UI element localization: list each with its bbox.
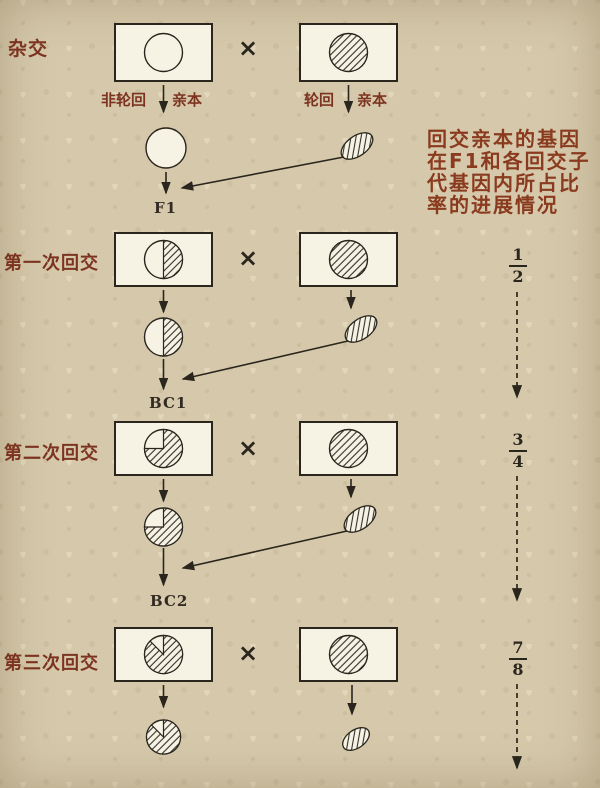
pollen-ellipse-1: [340, 132, 374, 160]
side-note-line: 在F1和各回交子: [427, 149, 591, 173]
fraction-denominator: 4: [512, 452, 524, 471]
fraction-denominator: 8: [512, 660, 524, 679]
times-symbol-3: ×: [238, 434, 259, 462]
fraction-numerator: 1: [512, 245, 524, 264]
fraction-one-half: 1 2: [505, 246, 531, 286]
bc2-label: BC2: [150, 592, 189, 610]
bc1-gamete-half-hatch: [162, 317, 184, 357]
fraction-numerator: 3: [512, 430, 524, 449]
stage-label-cross: 杂交: [8, 38, 49, 60]
egg-cell-circle: [145, 127, 187, 169]
side-note-line: 代基因内所占比: [427, 171, 581, 195]
bc1-left-circle-half-hatch: [162, 239, 184, 280]
pollen-ellipse-3: [343, 505, 377, 533]
cross-row-graphics: [114, 23, 398, 195]
side-note-line: 率的进展情况: [427, 193, 559, 217]
pollen-ellipse-4: [342, 727, 370, 751]
nonrecurrent-label: 非轮回: [101, 91, 147, 109]
recurrent-label: 轮回: [304, 91, 335, 109]
backcross3-graphics: [114, 627, 398, 755]
backcross2-graphics: [114, 421, 398, 587]
stage-label-backcross1: 第一次回交: [4, 253, 99, 274]
bc2-gamete-three-quarter-hatch: [143, 507, 184, 547]
arrow-pollen-to-f1: [180, 156, 345, 191]
stage-label-backcross2: 第二次回交: [4, 443, 99, 464]
nonrecurrent-parent-label: 亲本: [172, 91, 203, 109]
fraction-denominator: 2: [512, 267, 524, 286]
backcross1-graphics: [114, 232, 398, 391]
recurrent-parent-label: 亲本: [357, 91, 388, 109]
bc1-right-circle: [328, 239, 369, 280]
bc3-right-circle: [328, 634, 369, 675]
arrow-pollen-to-bc1: [181, 340, 349, 382]
stage-label-backcross3: 第三次回交: [4, 653, 99, 674]
bc1-label: BC1: [149, 394, 188, 412]
fraction-three-quarters: 3 4: [505, 431, 531, 471]
times-symbol-4: ×: [238, 639, 259, 667]
recurrent-parent-circle: [328, 32, 369, 73]
f1-label: F1: [154, 199, 178, 217]
fraction-seven-eighths: 7 8: [505, 639, 531, 679]
bc2-right-circle: [328, 428, 369, 469]
fraction-numerator: 7: [512, 638, 524, 657]
side-note: 回交亲本的基因 在F1和各回交子 代基因内所占比 率的进展情况: [427, 128, 600, 216]
fraction-bar: [509, 265, 527, 267]
times-symbol-1: ×: [238, 34, 259, 62]
bc3-left-circle-seven-eighth-hatch: [143, 634, 184, 675]
side-note-line: 回交亲本的基因: [427, 127, 581, 151]
pollen-ellipse-2: [344, 315, 378, 343]
bc3-gamete-seven-eighth-hatch: [145, 719, 182, 755]
arrow-pollen-to-bc2: [181, 530, 348, 571]
fraction-bar: [509, 450, 527, 452]
times-symbol-2: ×: [238, 244, 259, 272]
fraction-bar: [509, 658, 527, 660]
bc2-left-circle-three-quarter-hatch: [143, 428, 184, 469]
nonrecurrent-parent-circle: [143, 32, 184, 73]
